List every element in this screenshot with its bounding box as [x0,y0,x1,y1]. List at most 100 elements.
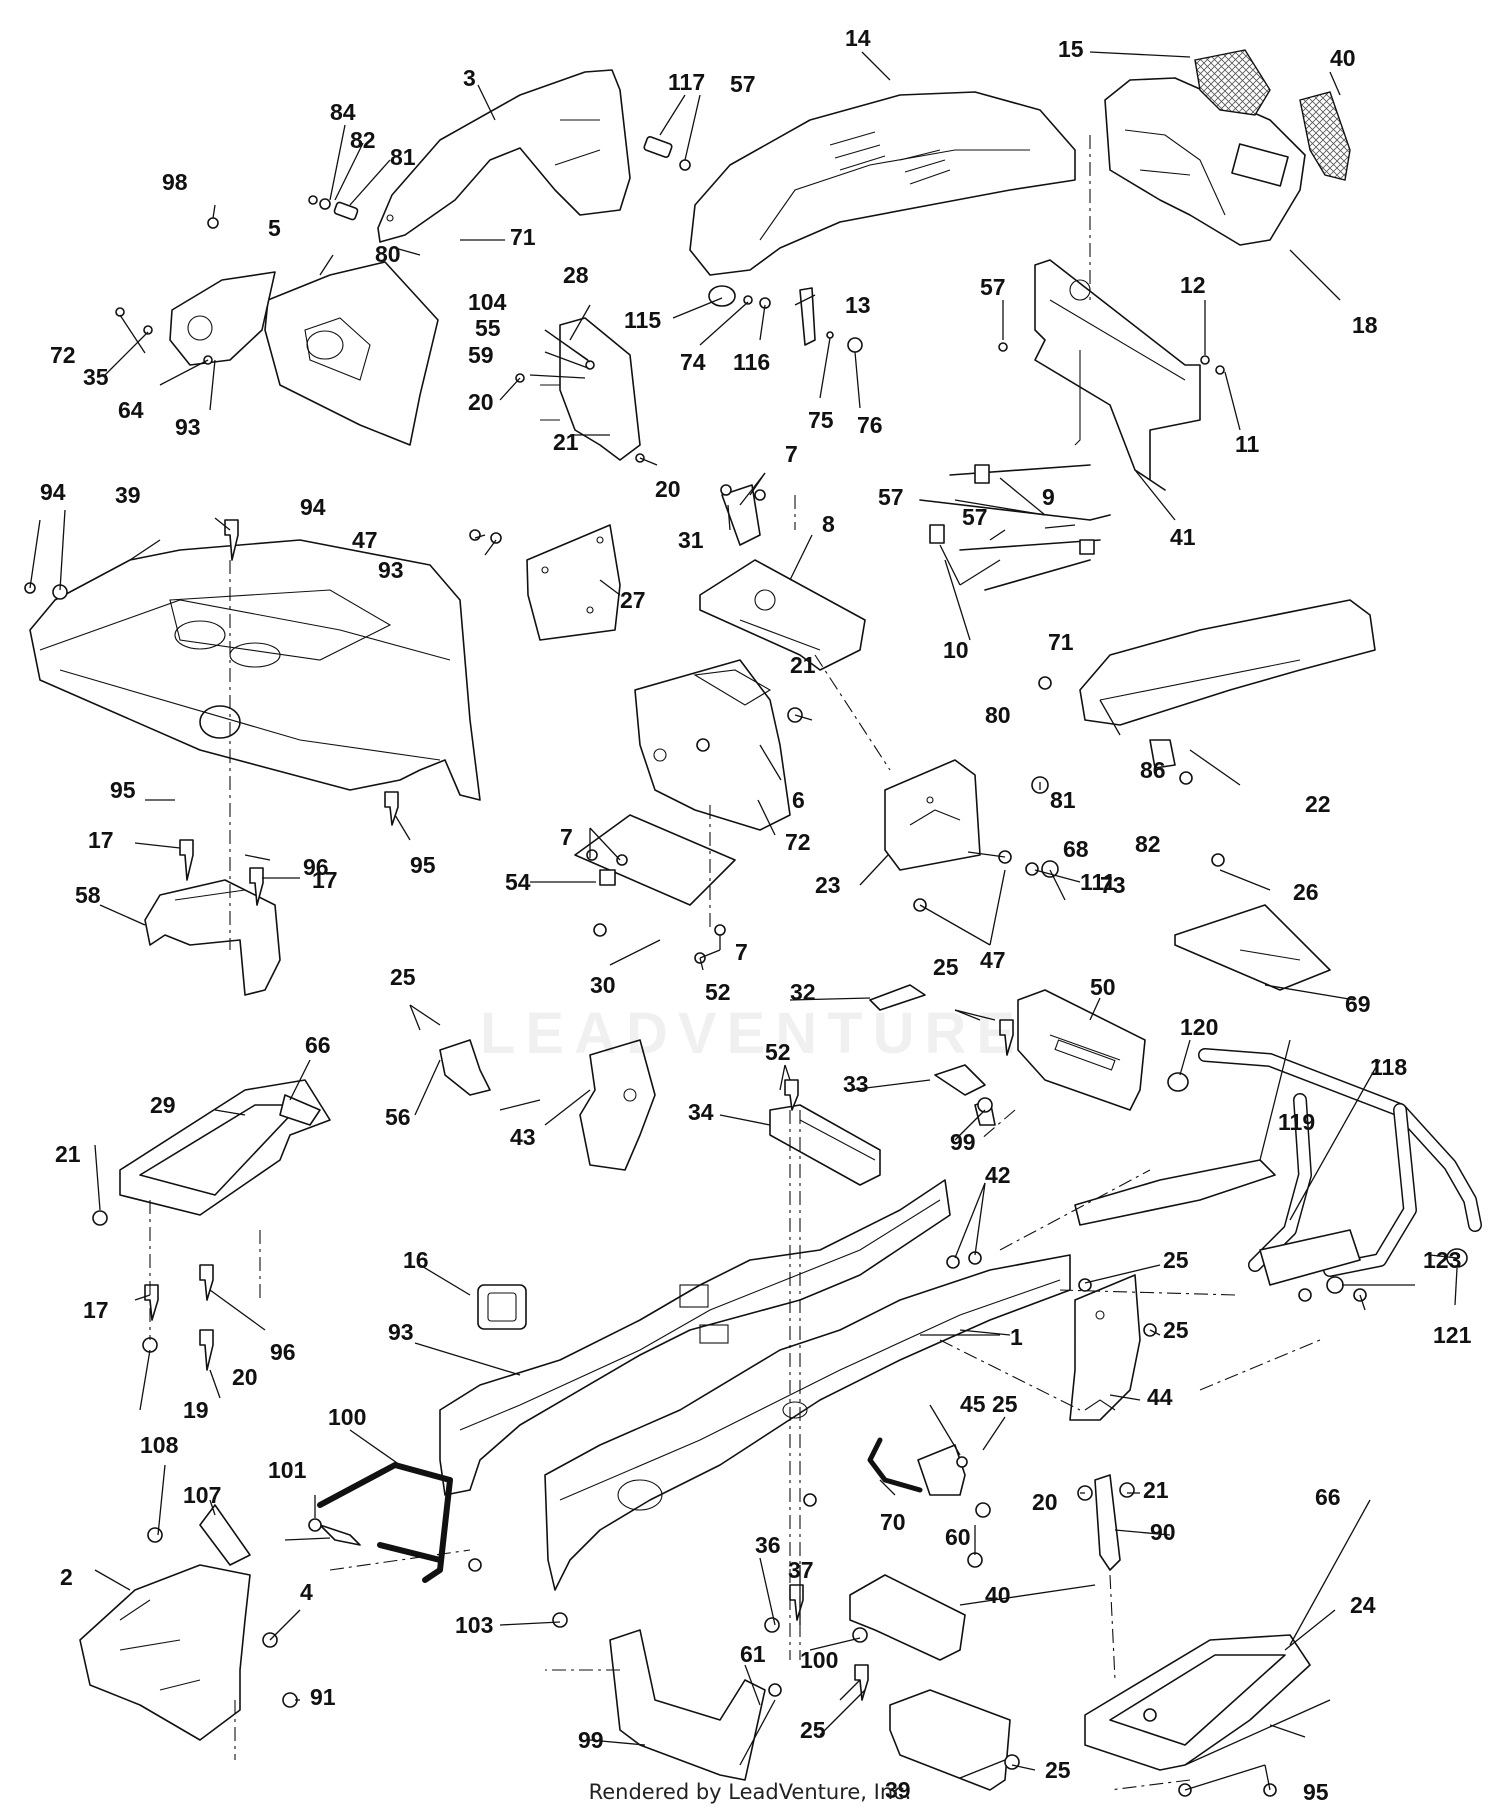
callout-42: 42 [985,1162,1011,1188]
callout-22: 22 [1305,791,1331,817]
part-24-seat-base-right [1084,1634,1311,1771]
callout-109: 116 [733,349,770,375]
part-58-rear-bracket [144,879,281,996]
callout-66: 66 [305,1032,331,1058]
fasteners [24,217,1277,1797]
callout-47-b: 47 [980,947,1006,973]
hinge-75-76 [799,287,863,353]
callout-17: 17 [88,827,114,853]
callout-105: 108 [140,1432,179,1458]
callout-34: 34 [688,1099,714,1125]
part-117-cap-top [1167,1072,1189,1092]
callout-54: 54 [505,869,531,895]
callout-56: 56 [385,1104,411,1130]
callout-19: 19 [183,1397,209,1423]
callout-43: 43 [510,1124,536,1150]
callout-21-c: 21 [55,1141,81,1167]
callout-13: 13 [845,292,871,318]
part-98-lower-bracket [609,1629,766,1781]
callout-25-d: 25 [1163,1317,1189,1343]
callout-47: 47 [352,527,378,553]
callout-117: 120 [1180,1014,1218,1040]
part-27-mounting-plate [526,524,621,641]
callout-36: 37 [788,1557,814,1583]
callout-69: 69 [1345,991,1371,1017]
callout-4: 4 [300,1579,313,1605]
callout-52: 52 [705,979,731,1005]
callout-74: 74 [680,349,706,375]
callout-23: 23 [815,872,841,898]
callout-37: 39 [115,482,141,508]
callout-52-b: 52 [765,1039,791,1065]
watermark-text: LEADVENTURE [480,1001,1026,1066]
part-66-seat-base-left [119,1079,331,1216]
callout-25-e: 25 [992,1391,1018,1417]
callout-3: 3 [463,65,476,91]
callout-100: 101 [268,1457,307,1483]
callout-96: 98 [162,169,188,195]
callout-92: 93 [175,414,201,440]
callout-50: 50 [1090,974,1116,1000]
callout-80: 81 [390,144,416,170]
part-44-front-plate [1069,1274,1141,1421]
callout-17-c: 17 [83,1297,109,1323]
callout-25-c: 25 [1163,1247,1189,1273]
part-33-plate [934,1064,996,1126]
callout-107: 111 [1080,869,1116,895]
assembly-lines [149,495,1321,1791]
callout-39: 39 [885,1777,911,1803]
callout-33: 33 [843,1071,869,1097]
part-118-119-hardware [1298,1276,1367,1302]
part-5-dash-panel [264,261,439,446]
callout-116: 119 [1278,1109,1315,1135]
callout-79-b: 80 [985,702,1011,728]
callout-108: 115 [624,307,661,333]
callout-55: 55 [475,315,501,341]
part-99-lift-rod [317,1462,453,1583]
part-1-frame-rail-right [544,1254,1071,1591]
callout-29: 28 [563,262,589,288]
callout-104: 107 [183,1482,221,1508]
callout-72-b: 72 [785,829,811,855]
callout-14: 14 [845,25,871,51]
callout-68: 68 [1063,836,1089,862]
callout-26: 26 [1293,879,1319,905]
callout-41: 41 [1170,524,1196,550]
callout-25-b: 25 [390,964,416,990]
part-45-bracket [917,1444,966,1496]
part-29-steering-plate [540,317,641,461]
part-14-hood [689,91,1076,276]
callout-117-b: 121 [1433,1322,1472,1348]
callout-82: 84 [330,99,356,125]
callout-95-b: 96 [303,854,329,880]
callout-94-b: 100 [800,1647,838,1673]
callout-64: 64 [118,397,144,423]
callout-82-b: 86 [1140,757,1166,783]
knob-108 [708,285,771,309]
callout-20-c: 20 [232,1364,258,1390]
callout-118: 123 [1423,1247,1461,1273]
callout-8: 8 [822,511,835,537]
part-16-grommet [477,1284,527,1330]
part-104-clip [199,1504,251,1566]
callout-2: 2 [60,1564,73,1590]
callout-35: 35 [83,364,109,390]
part-43-side-bracket [579,1039,656,1171]
callout-20-b: 20 [655,476,681,502]
callout-93: 94 [40,479,66,505]
callout-12: 12 [1180,272,1206,298]
callout-58: 58 [75,882,101,908]
callout-73: 73 [1100,872,1126,898]
part-39-bracket [889,1689,1011,1791]
callout-93-d: 96 [270,1339,296,1365]
callout-7: 7 [785,441,798,467]
part-30-seat-plate [574,814,736,906]
callout-17-b: 17 [312,867,338,893]
callout-80-b: 81 [1050,787,1076,813]
part-92-dash-cover [169,271,276,366]
part-84-bracket [1094,1474,1121,1571]
part-22-front-bumper [1079,599,1376,769]
callout-86: 91 [310,1684,336,1710]
callout-30: 30 [590,972,616,998]
callout-9: 9 [1042,484,1055,510]
